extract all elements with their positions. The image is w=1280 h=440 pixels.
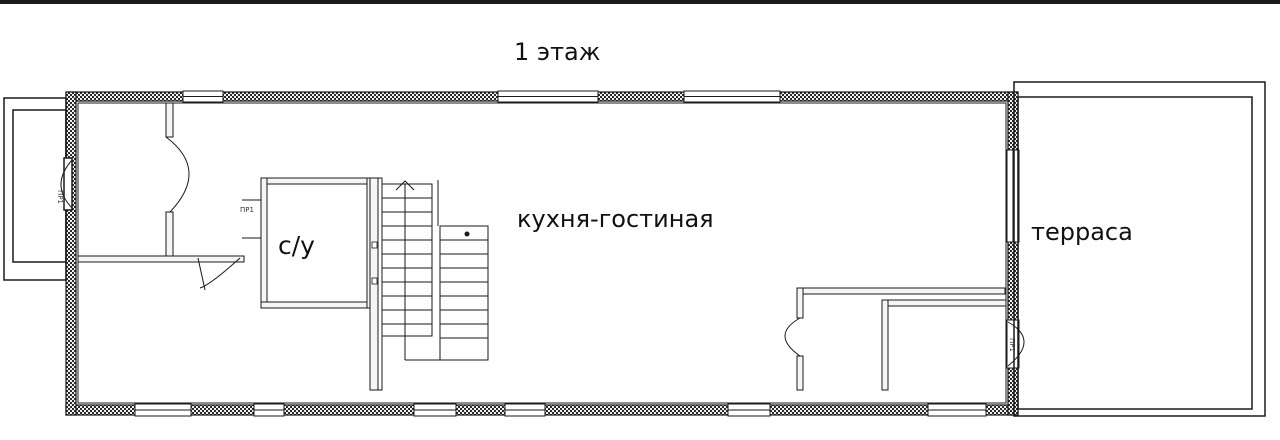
interior-walls	[77, 102, 1007, 391]
outer-walls	[65, 91, 1019, 416]
top-border	[0, 0, 1280, 4]
door-swings	[165, 136, 1025, 367]
fixtures	[371, 241, 378, 285]
wall-left	[65, 91, 77, 416]
svg-text:ПР1: ПР1	[240, 206, 254, 214]
room-label-terrace: терраса	[1031, 218, 1133, 246]
right-wall-openings	[1006, 149, 1020, 369]
windows-top	[182, 90, 781, 103]
svg-text:ПР1: ПР1	[56, 190, 64, 204]
terrace-outline	[1013, 81, 1266, 417]
svg-text:ПР1: ПР1	[1008, 338, 1016, 352]
floor-title: 1 этаж	[514, 38, 601, 66]
staircase	[381, 180, 489, 361]
stair-marker	[464, 231, 470, 237]
room-label-bathroom: с/у	[278, 231, 315, 260]
room-label-kitchen-living: кухня-гостиная	[517, 205, 714, 233]
left-porch	[3, 97, 73, 281]
windows-bottom	[134, 403, 987, 417]
